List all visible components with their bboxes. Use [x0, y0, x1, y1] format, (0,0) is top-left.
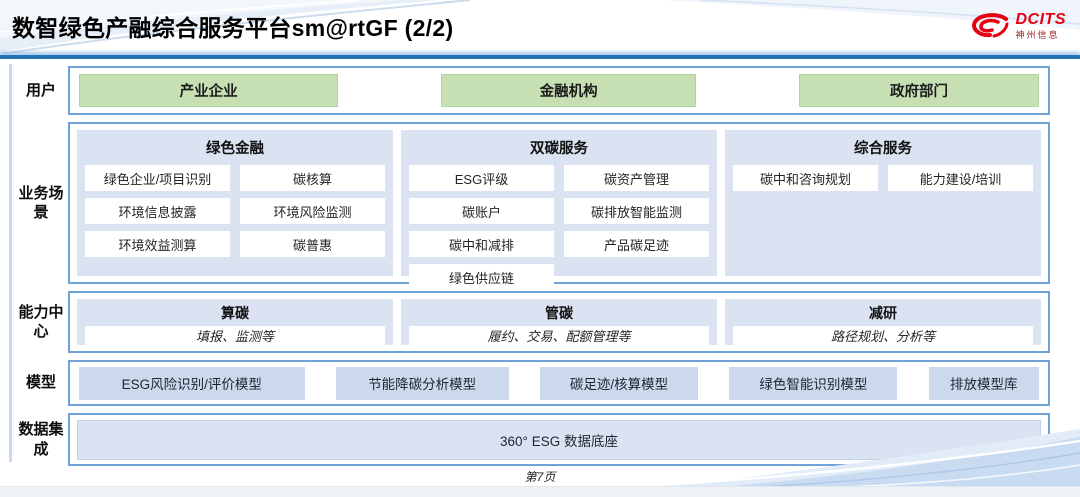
- row-label-scenarios: 业务场景: [18, 184, 64, 222]
- panel-dual-carbon-services: 双碳服务 ESG评级 碳资产管理 碳账户 碳排放智能监测 碳中和减排 产品碳足迹…: [401, 130, 717, 290]
- scenario-item: 碳普惠: [240, 231, 385, 257]
- scenario-item: 碳核算: [240, 165, 385, 191]
- capability-title: 管碳: [545, 305, 573, 321]
- capability-title: 算碳: [221, 305, 249, 321]
- model-box: 节能降碳分析模型: [335, 366, 509, 400]
- row-data-integration: 数据集成 360° ESG 数据底座: [14, 413, 1050, 466]
- scenario-item: 碳中和减排: [409, 231, 554, 257]
- scenario-item: 能力建设/培训: [888, 165, 1033, 191]
- scenario-item: 绿色企业/项目识别: [85, 165, 230, 191]
- title-underline: [0, 55, 1080, 59]
- capability-carbon-management: 管碳 履约、交易、配额管理等: [401, 299, 717, 345]
- panel-title: 综合服务: [854, 141, 912, 157]
- scenario-item: 碳中和咨询规划: [733, 165, 878, 191]
- row-users: 用户 产业企业 金融机构 政府部门: [14, 66, 1050, 115]
- row-label-users: 用户: [25, 81, 56, 99]
- capability-title: 减研: [869, 305, 897, 321]
- panel-items: ESG评级 碳资产管理 碳账户 碳排放智能监测 碳中和减排 产品碳足迹 绿色供应…: [409, 165, 709, 290]
- panel-title: 绿色金融: [206, 141, 264, 157]
- capability-desc: 填报、监测等: [85, 326, 385, 345]
- capability-desc: 路径规划、分析等: [733, 326, 1033, 345]
- capability-carbon-accounting: 算碳 填报、监测等: [77, 299, 393, 345]
- scenario-item: 环境信息披露: [85, 198, 230, 224]
- scenario-item: 碳资产管理: [564, 165, 709, 191]
- users-container: 产业企业 金融机构 政府部门: [68, 66, 1050, 115]
- scenario-item: 产品碳足迹: [564, 231, 709, 257]
- row-label-data-integration: 数据集成: [18, 421, 64, 458]
- model-box: 碳足迹/核算模型: [539, 366, 699, 400]
- data-integration-container: 360° ESG 数据底座: [68, 413, 1050, 466]
- logo-caption: 神州信息: [1015, 30, 1060, 40]
- scenario-item: 碳账户: [409, 198, 554, 224]
- scenario-item: 绿色供应链: [409, 264, 554, 290]
- architecture-diagram: 用户 产业企业 金融机构 政府部门 业务场景 绿色金融 绿色企业/项目识别 碳核…: [14, 66, 1050, 466]
- logo-swirl-icon: [971, 13, 1008, 38]
- left-accent-stripe: [9, 64, 12, 462]
- panel-items: 绿色企业/项目识别 碳核算 环境信息披露 环境风险监测 环境效益测算 碳普惠: [85, 165, 385, 257]
- user-box-industrial: 产业企业: [79, 74, 339, 107]
- model-box: 排放模型库: [928, 366, 1039, 400]
- user-box-government: 政府部门: [798, 74, 1039, 107]
- scenarios-container: 绿色金融 绿色企业/项目识别 碳核算 环境信息披露 环境风险监测 环境效益测算 …: [68, 122, 1050, 290]
- user-box-financial: 金融机构: [441, 74, 696, 107]
- capability-reduction-research: 减研 路径规划、分析等: [725, 299, 1041, 345]
- row-label-models: 模型: [25, 374, 56, 392]
- panel-items: 碳中和咨询规划 能力建设/培训: [733, 165, 1033, 191]
- model-box: 绿色智能识别模型: [729, 366, 898, 400]
- row-capabilities: 能力中心 算碳 填报、监测等 管碳 履约、交易、配额管理等 减研 路径规划、分析…: [14, 291, 1050, 353]
- scenario-item: 碳排放智能监测: [564, 198, 709, 224]
- logo-brand: DCITS: [1015, 11, 1066, 28]
- capabilities-container: 算碳 填报、监测等 管碳 履约、交易、配额管理等 减研 路径规划、分析等: [68, 291, 1050, 353]
- page-number: 第7页: [524, 470, 556, 484]
- scenario-item: 环境风险监测: [240, 198, 385, 224]
- panel-title: 双碳服务: [530, 141, 588, 157]
- row-models: 模型 ESG风险识别/评价模型 节能降碳分析模型 碳足迹/核算模型 绿色智能识别…: [14, 360, 1050, 406]
- scenario-item: ESG评级: [409, 165, 554, 191]
- esg-data-base-box: 360° ESG 数据底座: [77, 419, 1041, 460]
- scenario-item: 环境效益测算: [85, 231, 230, 257]
- panel-green-finance: 绿色金融 绿色企业/项目识别 碳核算 环境信息披露 环境风险监测 环境效益测算 …: [77, 130, 393, 276]
- bottom-bar: [0, 486, 1080, 497]
- company-logo: DCITS 神州信息: [970, 12, 1067, 40]
- row-label-capabilities: 能力中心: [18, 303, 64, 341]
- row-scenarios: 业务场景 绿色金融 绿色企业/项目识别 碳核算 环境信息披露 环境风险监测 环境…: [14, 122, 1050, 290]
- logo-text: DCITS 神州信息: [1016, 12, 1067, 40]
- models-container: ESG风险识别/评价模型 节能降碳分析模型 碳足迹/核算模型 绿色智能识别模型 …: [68, 360, 1050, 406]
- page-title: 数智绿色产融综合服务平台sm@rtGF (2/2): [12, 15, 454, 41]
- panel-comprehensive-services: 综合服务 碳中和咨询规划 能力建设/培训: [725, 130, 1041, 276]
- model-box: ESG风险识别/评价模型: [79, 366, 305, 400]
- capability-desc: 履约、交易、配额管理等: [409, 326, 709, 345]
